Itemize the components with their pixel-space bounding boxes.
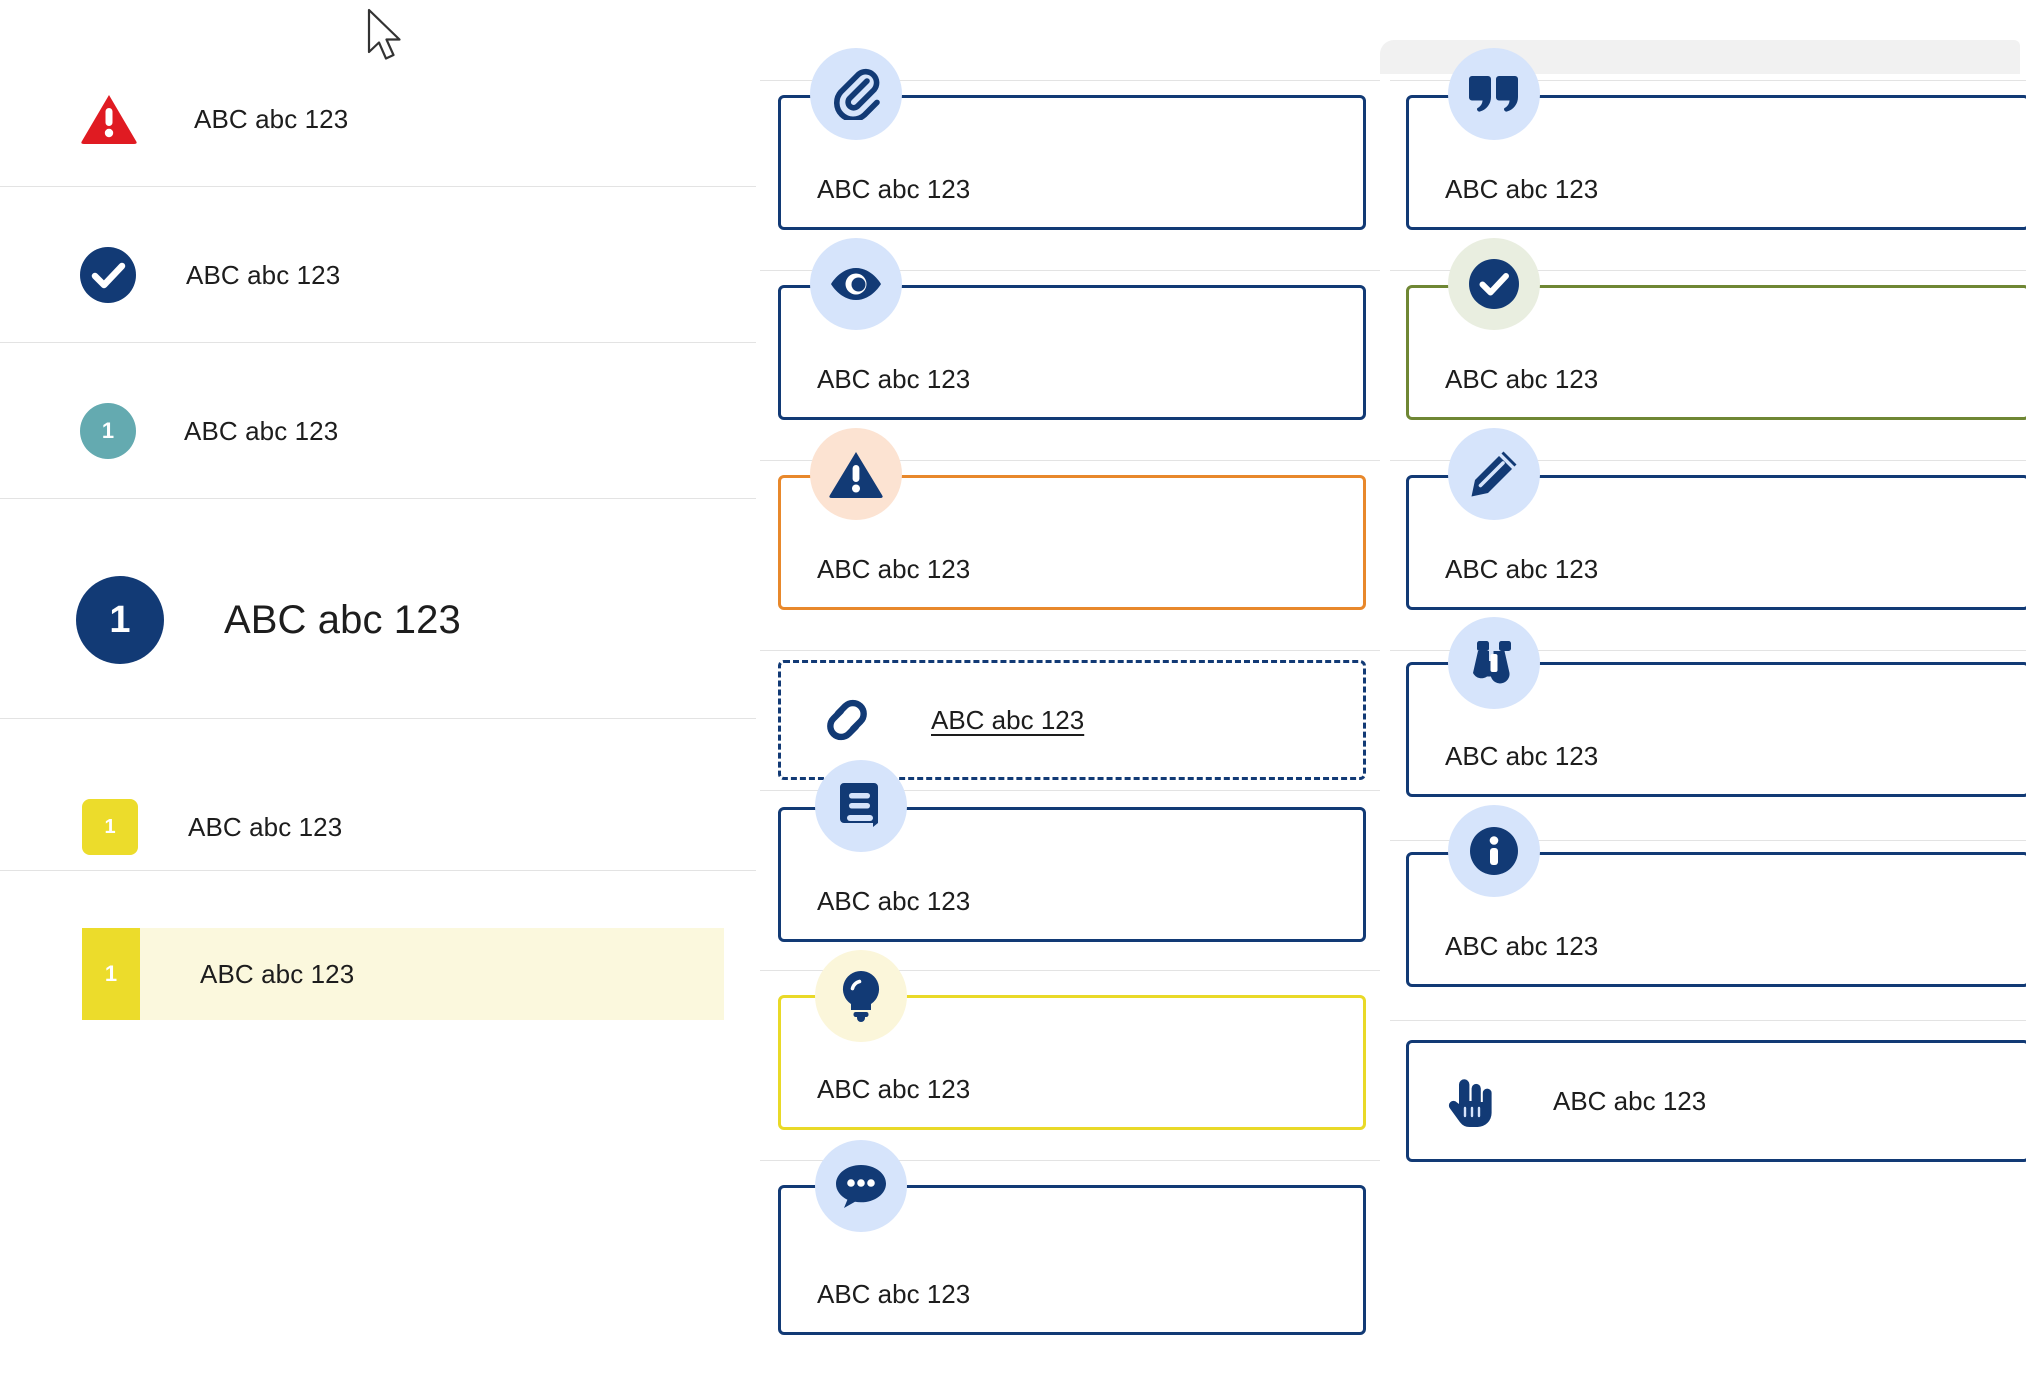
callout-card-label: ABC abc 123 [1445, 554, 1599, 584]
card-separator [1390, 840, 2026, 841]
number-badge-value: 1 [101, 418, 115, 443]
number-badge-value: 1 [109, 598, 131, 641]
callout-card-label: ABC abc 123 [817, 174, 971, 204]
callout-card-label: ABC abc 123 [817, 1074, 971, 1104]
callout-card-label: ABC abc 123 [1445, 931, 1599, 961]
callout-card-label: ABC abc 123 [1445, 741, 1599, 771]
card-separator [760, 970, 1380, 971]
number-badge-square: 1 [82, 799, 138, 855]
list-item-step-teal[interactable]: 1 ABC abc 123 [0, 390, 756, 472]
callout-card-label: ABC abc 123 [1445, 364, 1599, 394]
number-badge-square-flat: 1 [82, 928, 140, 1020]
pointing-hand-icon [1445, 1074, 1495, 1128]
list-item-warning[interactable]: ABC abc 123 [0, 78, 756, 160]
link-icon [819, 695, 875, 745]
number-badge-value: 1 [104, 815, 116, 838]
list-item-label: ABC abc 123 [188, 811, 343, 842]
paperclip-icon [810, 48, 902, 140]
highlight-band [82, 928, 724, 1020]
row-separator [0, 498, 756, 499]
number-badge-value: 1 [104, 961, 118, 986]
eye-icon [810, 238, 902, 330]
warning-icon [810, 428, 902, 520]
middle-card-column: ABC abc 123 ABC abc 123 ABC abc 123 [760, 48, 1380, 1335]
check-circle-icon [1448, 238, 1540, 330]
list-item-step-yellow[interactable]: 1 ABC abc 123 [0, 786, 756, 868]
callout-card-label: ABC abc 123 [1553, 1085, 1707, 1116]
binoculars-icon [1448, 617, 1540, 709]
number-badge: 1 [80, 403, 136, 459]
callout-card-label: ABC abc 123 [817, 886, 971, 916]
warning-triangle-icon [80, 93, 138, 145]
chat-bubble-icon [815, 1140, 907, 1232]
list-item-label: ABC abc 123 [224, 597, 461, 642]
number-badge-large: 1 [76, 576, 164, 664]
card-separator [1390, 460, 2026, 461]
pencil-icon [1448, 428, 1540, 520]
card-separator [1390, 650, 2026, 651]
callout-card-label: ABC abc 123 [817, 1279, 971, 1309]
lightbulb-icon [815, 950, 907, 1042]
card-separator [760, 80, 1380, 81]
card-separator [760, 270, 1380, 271]
card-separator [1390, 1020, 2026, 1021]
card-separator [760, 1160, 1380, 1161]
list-item-label: ABC abc 123 [200, 958, 355, 989]
row-separator [0, 186, 756, 187]
book-icon [815, 760, 907, 852]
callout-card-action[interactable]: ABC abc 123 [1406, 1040, 2026, 1162]
list-item-label: ABC abc 123 [186, 259, 341, 290]
quote-icon [1448, 48, 1540, 140]
callout-card-link[interactable]: ABC abc 123 [778, 660, 1366, 780]
left-list-column: ABC abc 123 ABC abc 123 1 ABC abc 123 1 [0, 0, 756, 1392]
callout-card-link-label[interactable]: ABC abc 123 [931, 704, 1085, 735]
list-item-step-large[interactable]: 1 ABC abc 123 [0, 560, 756, 680]
card-separator [760, 460, 1380, 461]
check-circle-icon [80, 247, 136, 303]
card-separator [1390, 80, 2026, 81]
row-separator [0, 870, 756, 871]
list-item-success[interactable]: ABC abc 123 [0, 234, 756, 316]
list-item-label: ABC abc 123 [194, 103, 349, 134]
callout-card-label: ABC abc 123 [1445, 174, 1599, 204]
row-separator [0, 342, 756, 343]
info-icon [1448, 805, 1540, 897]
row-separator [0, 718, 756, 719]
callout-card-label: ABC abc 123 [817, 554, 971, 584]
list-item-label: ABC abc 123 [184, 415, 339, 446]
card-separator [1390, 270, 2026, 271]
list-item-step-highlighted[interactable]: 1 ABC abc 123 [0, 928, 756, 1020]
card-separator [760, 650, 1380, 651]
callout-card-label: ABC abc 123 [817, 364, 971, 394]
card-separator [760, 790, 1380, 791]
